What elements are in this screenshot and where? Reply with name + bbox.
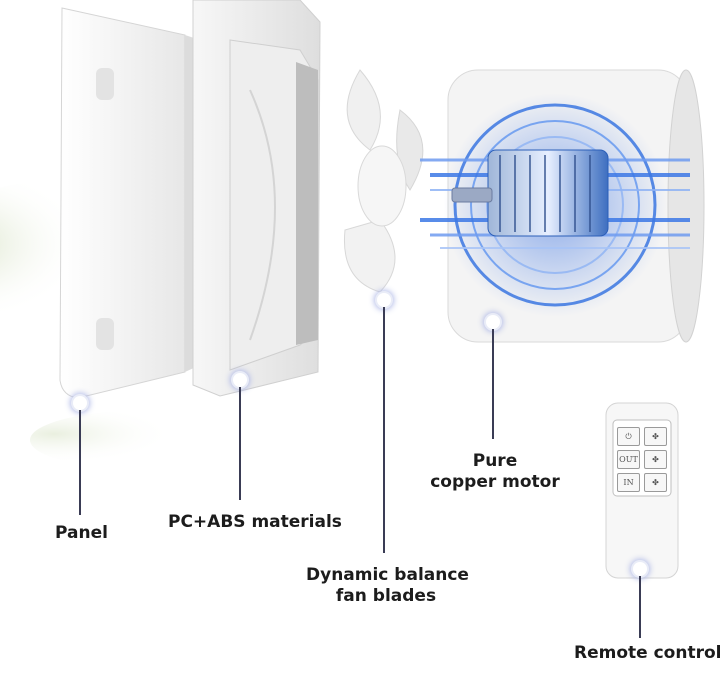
- remote-leader-line: [639, 576, 641, 638]
- motor-marker: [486, 315, 500, 329]
- frame-part: [192, 0, 321, 397]
- panel-label: Panel: [55, 523, 108, 543]
- motor-label: Pure copper motor: [430, 451, 560, 492]
- remote-fan-button-3[interactable]: ✤: [644, 473, 667, 492]
- materials-leader-line: [239, 387, 241, 500]
- fan-icon: ✤: [652, 455, 659, 464]
- materials-label: PC+ABS materials: [168, 512, 342, 532]
- panel-part: [59, 7, 200, 399]
- blades-leader-line: [383, 307, 385, 553]
- panel-marker: [73, 396, 87, 410]
- fan-icon: ✤: [652, 478, 659, 487]
- remote-fan-button-1[interactable]: ✤: [644, 427, 667, 446]
- remote-in-button[interactable]: IN: [617, 473, 640, 492]
- materials-marker: [233, 373, 247, 387]
- blades-label: Dynamic balance fan blades: [306, 565, 469, 606]
- blades-marker: [377, 293, 391, 307]
- remote-label: Remote control: [574, 643, 720, 663]
- fan-icon: ✤: [652, 432, 659, 441]
- remote-out-button[interactable]: OUT: [617, 450, 640, 469]
- remote-power-button[interactable]: ⏻: [617, 427, 640, 446]
- remote-marker: [633, 562, 647, 576]
- motor-leader-line: [492, 329, 494, 439]
- fan-blades-part: [343, 69, 424, 293]
- panel-leader-line: [79, 410, 81, 515]
- remote-fan-button-2[interactable]: ✤: [644, 450, 667, 469]
- motor-part: [420, 69, 705, 343]
